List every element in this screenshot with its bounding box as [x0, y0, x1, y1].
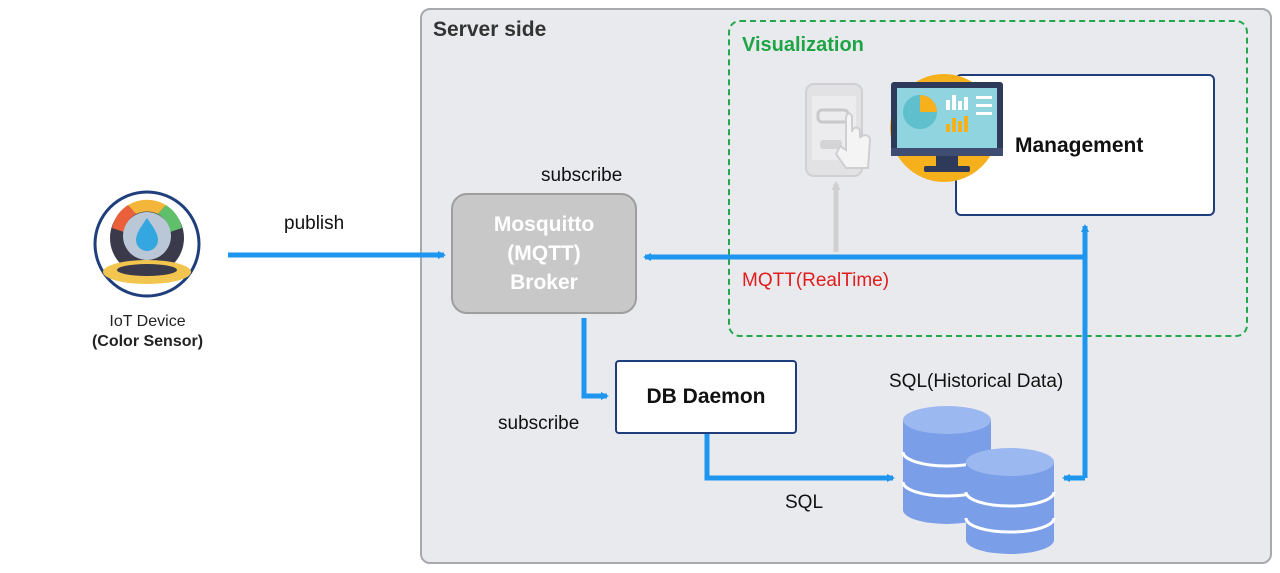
iot-device-label: IoT Device (Color Sensor) — [60, 312, 235, 352]
mqtt-broker-node: Mosquitto (MQTT) Broker — [451, 193, 637, 314]
sql-historical-connector — [1062, 224, 1089, 482]
broker-line-1: Mosquitto — [493, 213, 595, 236]
broker-line-3: Broker — [510, 271, 578, 294]
iot-device-name: IoT Device — [109, 313, 186, 330]
db-daemon-node: DB Daemon — [615, 360, 797, 434]
mqtt-realtime-label: MQTT(RealTime) — [742, 270, 890, 291]
db-daemon-label: DB Daemon — [646, 385, 766, 408]
subscribe-label-bottom: subscribe — [498, 413, 580, 434]
sql-label: SQL — [785, 492, 824, 513]
sql-arrow — [704, 434, 895, 482]
management-label: Management — [1015, 134, 1144, 157]
publish-label: publish — [284, 213, 345, 234]
subscribe-label-top: subscribe — [541, 165, 623, 186]
dashboard-monitor-icon — [890, 74, 1003, 182]
phone-touch-icon — [805, 83, 872, 177]
subscribe-arrow-daemon — [581, 318, 609, 400]
color-sensor-icon — [93, 190, 201, 298]
visualization-title: Visualization — [742, 34, 864, 56]
sql-historical-label: SQL(Historical Data) — [889, 371, 1064, 392]
database-icon — [901, 406, 1056, 554]
broker-line-2: (MQTT) — [507, 242, 581, 265]
iot-device-sublabel: (Color Sensor) — [91, 333, 204, 350]
visualization-region — [728, 20, 1248, 337]
server-side-title: Server side — [433, 18, 547, 41]
